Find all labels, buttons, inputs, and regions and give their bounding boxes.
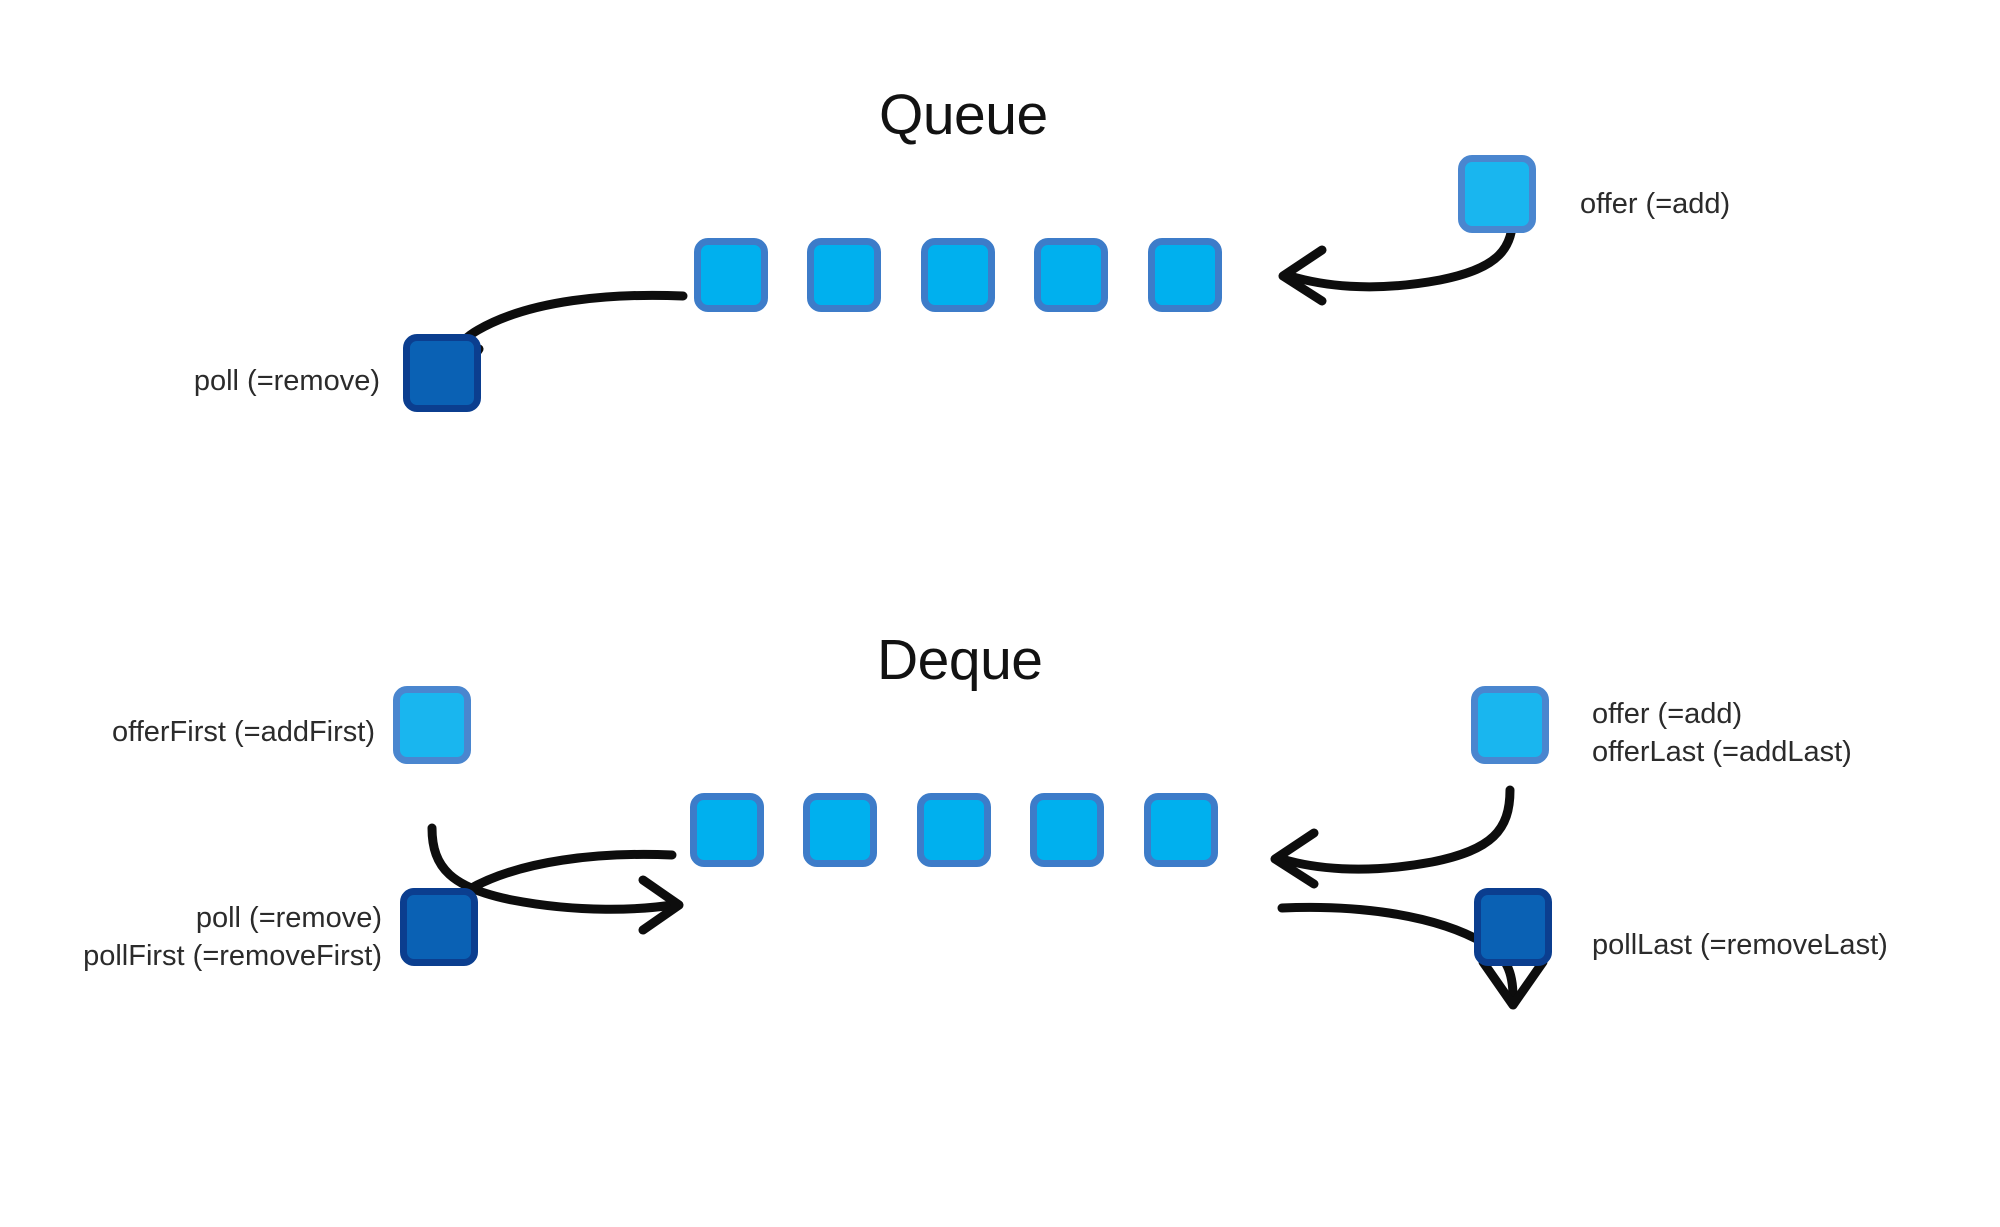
deque-pollfirst-label-line-1: poll (=remove) xyxy=(195,902,382,934)
deque-title: Deque xyxy=(877,628,1043,692)
queue-poll-label: poll (=remove) xyxy=(20,362,380,400)
queue-cell xyxy=(694,238,768,312)
deque-offerlast-label: offer (=add) offerLast (=addLast) xyxy=(1592,695,1852,772)
deque-polllast-label: pollLast (=removeLast) xyxy=(1592,926,1888,964)
deque-cell xyxy=(1144,793,1218,867)
deque-offerlast-label-line-2: offerLast (=addLast) xyxy=(1592,736,1852,769)
deque-polllast-sink-box xyxy=(1474,888,1552,966)
deque-offerfirst-label: offerFirst (=addFirst) xyxy=(20,713,375,751)
deque-pollfirst-label: poll (=remove) pollFirst (=removeFirst) xyxy=(10,899,382,976)
deque-cell xyxy=(917,793,991,867)
queue-offer-label-line-1: offer (=add) xyxy=(1580,188,1731,220)
deque-cell xyxy=(1030,793,1104,867)
deque-polllast-label-line-1: pollLast (=removeLast) xyxy=(1592,929,1888,961)
deque-offerlast-label-line-1: offer (=add) xyxy=(1592,698,1743,730)
queue-poll-sink-box xyxy=(403,334,481,412)
queue-cell xyxy=(1034,238,1108,312)
queue-title: Queue xyxy=(879,83,1048,147)
queue-cell xyxy=(1148,238,1222,312)
queue-offer-label: offer (=add) xyxy=(1580,185,1730,223)
queue-offer-source-box xyxy=(1458,155,1536,233)
deque-offerlast-source-box xyxy=(1471,686,1549,764)
queue-cell xyxy=(921,238,995,312)
deque-cell xyxy=(803,793,877,867)
deque-offerfirst-source-box xyxy=(393,686,471,764)
deque-offerlast-arrow xyxy=(1270,785,1515,889)
deque-pollfirst-sink-box xyxy=(400,888,478,966)
deque-offerfirst-label-line-1: offerFirst (=addFirst) xyxy=(112,716,375,748)
queue-poll-label-line-1: poll (=remove) xyxy=(193,365,380,397)
queue-cell xyxy=(807,238,881,312)
deque-pollfirst-label-line-2: pollFirst (=removeFirst) xyxy=(83,940,382,973)
deque-cell xyxy=(690,793,764,867)
